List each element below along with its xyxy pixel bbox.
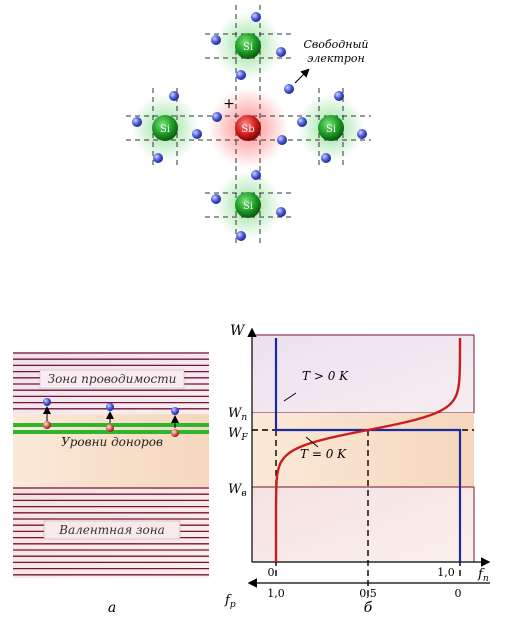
free-electron-label-line1: Свободный [303,38,368,51]
donor-transitions [43,398,179,437]
free-electron-label-line2: электрон [307,52,365,65]
excited-electron [106,403,114,411]
donor-level-band [13,430,209,434]
electron-dot [297,117,307,127]
electron-dot [192,129,202,139]
fp-tick-1: 0,5 [359,587,377,600]
si-atom-label: Si [326,124,336,135]
ionized-donor [106,424,114,432]
electron-dot [357,129,367,139]
ionized-donor [171,429,179,437]
sb-atom [235,115,261,141]
fn-tick-1: 1,0 [437,566,455,579]
plot-gap-region [252,413,474,487]
electron-dot [169,91,179,101]
electron-dot [153,153,163,163]
excited-electron [171,407,179,415]
electron-dot [334,91,344,101]
fermi-plot: T > 0 K T = 0 K W Wп WF Wв 0 1,0 fn 1,0 … [224,323,491,616]
ionized-donor [43,421,51,429]
caption-a: а [108,600,116,616]
w-axis-label: W [230,323,246,339]
electron-dot [211,35,221,45]
electron-dot [276,207,286,217]
fn-axis-label: fn [477,567,489,584]
conduction-band-label: Зона проводимости [48,372,177,386]
curve-t-hot [274,338,462,562]
si-atom [235,192,261,218]
caption-b: б [364,600,373,616]
sb-atom-label: Sb [241,124,254,135]
electron-dot [211,194,221,204]
fn-tick-0: 0 [268,566,275,579]
electron-dot [236,231,246,241]
si-atom-label: Si [243,42,253,53]
atom-layer [152,33,344,218]
band-diagram: Зона проводимости Уровни доноров Валентн… [13,352,209,616]
atom-labels: Si Si Si Si Sb [160,42,336,212]
curve-cold-label: T = 0 K [300,447,347,461]
electron-dot [251,170,261,180]
electron-dot [277,135,287,145]
si-atom-label: Si [243,201,253,212]
conduction-label-box [39,369,185,389]
si-atom [152,115,178,141]
electron-dot [212,112,222,122]
donor-levels-label: Уровни доноров [61,435,163,449]
si-atom [235,33,261,59]
valence-label-box [43,520,181,540]
free-electron-arrow [294,68,310,84]
hot-curve-pointer [283,392,297,402]
w-f-label: WF [228,426,248,443]
plus-sign: + [223,96,235,112]
si-atom [318,115,344,141]
lattice-diagram: Si Si Si Si Sb + Свободный электрон [126,5,371,244]
valence-band-label: Валентная зона [58,523,165,537]
free-electron [284,84,294,94]
electron-dot [132,117,142,127]
plot-valence-band [251,486,475,563]
cold-curve-pointer [305,436,319,448]
electron-layer [132,12,367,241]
electron-dot [276,47,286,57]
curve-hot-label: T > 0 K [302,369,349,383]
w-c-label: Wп [228,406,247,423]
fp-axis-label: fp [224,593,236,610]
si-atom-label: Si [160,124,170,135]
fp-tick-0: 1,0 [267,587,285,600]
electron-dot [236,70,246,80]
fp-tick-2: 0 [455,587,462,600]
plot-conduction-band [251,334,475,414]
electron-dot [251,12,261,22]
excited-electron [43,398,51,406]
w-v-label: Wв [228,482,247,499]
electron-dot [321,153,331,163]
